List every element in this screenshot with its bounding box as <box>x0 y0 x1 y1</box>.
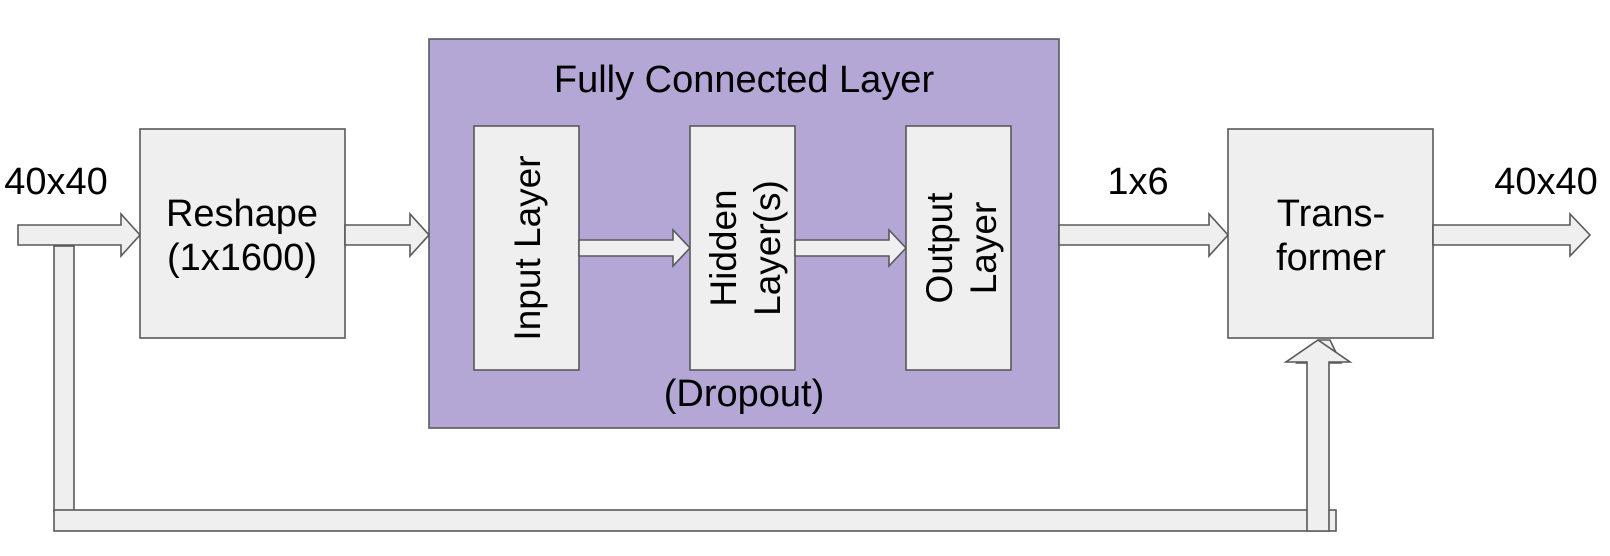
reshape-label-line1: Reshape <box>166 193 318 235</box>
dropout-label: (Dropout) <box>664 373 825 415</box>
transformer-label-line2: former <box>1276 237 1386 279</box>
hidden-layer-label-line2: Layer(s) <box>747 180 788 316</box>
reshape-label-line2: (1x1600) <box>167 237 317 279</box>
reshape-to-fc-arrow <box>344 211 431 259</box>
input-size-label: 40x40 <box>4 161 108 203</box>
fully-connected-title: Fully Connected Layer <box>554 59 935 101</box>
output-layer-label-line1: Output <box>919 192 960 304</box>
input-to-hidden-arrow <box>578 227 692 269</box>
hidden-to-output-arrow <box>794 227 908 269</box>
fc-output-size-label: 1x6 <box>1107 161 1168 203</box>
fc-to-transformer-arrow <box>1058 211 1230 259</box>
output-layer-label-line2: Layer <box>963 202 1004 295</box>
hidden-layer-label-line1: Hidden <box>703 189 744 306</box>
input-layer-label: Input Layer <box>507 155 548 340</box>
skip-connection-down <box>53 245 75 513</box>
skip-connection-up-arrow-body <box>1283 339 1353 532</box>
output-layer-box <box>905 125 1012 371</box>
skip-connection-bottom <box>53 509 1337 532</box>
input-arrow <box>17 211 142 259</box>
transformer-label-line1: Trans- <box>1277 193 1385 235</box>
hidden-layer-box <box>689 125 796 371</box>
transformer-box <box>1227 128 1434 339</box>
output-size-label: 40x40 <box>1494 161 1598 203</box>
output-arrow <box>1432 212 1592 258</box>
